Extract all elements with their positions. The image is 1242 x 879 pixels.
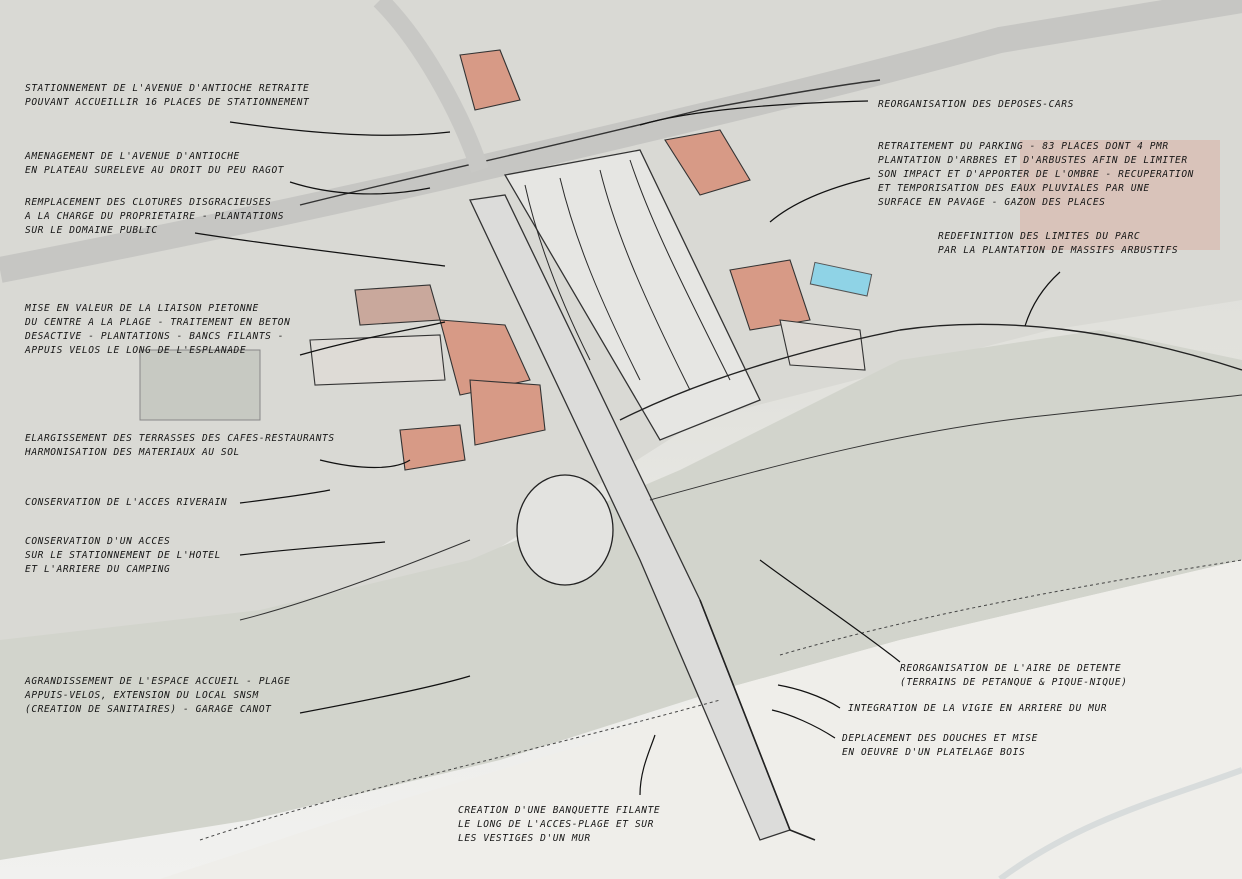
leader-line bbox=[319, 459, 411, 469]
tree-cluster bbox=[516, 474, 614, 586]
building-roof bbox=[354, 284, 441, 326]
annotation-terraces: Elargissement des terrasses des cafes-re… bbox=[25, 433, 335, 458]
annotation-bench: Creation d'une banquette filantele long … bbox=[458, 805, 661, 844]
leader-lines bbox=[194, 100, 1061, 796]
building-roof bbox=[779, 319, 866, 371]
building-roof bbox=[309, 334, 446, 386]
buildings bbox=[309, 49, 866, 471]
building-roof bbox=[469, 379, 546, 446]
leader-line bbox=[299, 675, 471, 714]
leader-line bbox=[777, 684, 841, 709]
dune-sketch-line bbox=[649, 394, 1242, 501]
leader-line bbox=[769, 177, 871, 223]
annotation-hotel-access: Conservation d'un accessur le stationnem… bbox=[25, 536, 221, 575]
beach-access-wall bbox=[699, 599, 816, 841]
beach-sand bbox=[160, 560, 1242, 879]
annotation-showers: Deplacement des douches et miseen oeuvre… bbox=[842, 733, 1038, 758]
side-road bbox=[373, 0, 489, 173]
annotation-relaxation-area: Reorganisation de l'aire de detente(terr… bbox=[900, 663, 1128, 688]
tennis-court bbox=[139, 349, 261, 421]
annotation-avenue-parking: Stationnement de l'avenue d'Antioche ret… bbox=[25, 83, 310, 108]
annotation-beach-welcome: Agrandissement de l'espace accueil - pla… bbox=[25, 676, 291, 715]
leader-line bbox=[639, 734, 656, 796]
building-roof bbox=[664, 129, 751, 196]
building-roof bbox=[729, 259, 811, 331]
leader-line bbox=[239, 541, 386, 556]
leader-line bbox=[239, 489, 331, 504]
annotation-resident-access: Conservation de l'acces riverain bbox=[25, 497, 228, 508]
shoreline bbox=[998, 767, 1242, 879]
leader-line bbox=[639, 100, 869, 126]
avenue-road bbox=[0, 0, 1242, 283]
annotation-pedestrian-link: Mise en valeur de la liaison pietonnedu … bbox=[25, 303, 291, 356]
parking-tree-rows bbox=[524, 159, 731, 391]
building-roof bbox=[439, 319, 531, 396]
leader-line bbox=[194, 232, 446, 267]
park-boundary bbox=[619, 323, 1242, 421]
annotation-avenue-plateau: Amenagement de l'avenue d'Antiocheen pla… bbox=[25, 151, 285, 176]
leader-line bbox=[759, 559, 901, 663]
annotation-coach-dropoff: Reorganisation des deposes-cars bbox=[878, 99, 1074, 110]
tennis-court bbox=[1020, 140, 1220, 250]
annotation-park-limits: Redefinition des limites du parcpar la p… bbox=[938, 231, 1179, 256]
annotation-parking-redesign: Retraitement du parking - 83 places dont… bbox=[878, 141, 1194, 208]
leader-line bbox=[289, 181, 431, 195]
building-roof bbox=[399, 424, 466, 471]
swimming-pool bbox=[809, 261, 873, 297]
dune-vegetation bbox=[0, 330, 1242, 860]
leader-line bbox=[1024, 271, 1061, 327]
central-parking bbox=[503, 149, 761, 441]
leader-line bbox=[229, 121, 451, 136]
leader-line bbox=[299, 321, 446, 356]
building-roof bbox=[459, 49, 521, 111]
annotation-lookout: Integration de la vigie en arriere du mu… bbox=[848, 703, 1108, 714]
leader-line bbox=[771, 709, 836, 739]
annotation-fence-replacement: Remplacement des clotures disgracieusesa… bbox=[25, 197, 285, 236]
dune-sketch-line bbox=[239, 539, 471, 621]
